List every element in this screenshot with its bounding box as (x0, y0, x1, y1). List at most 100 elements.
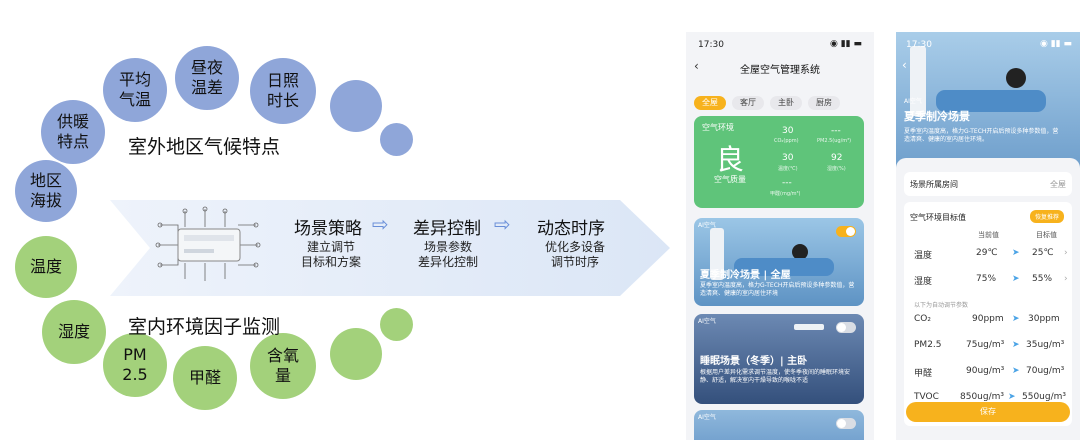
param-row: CO₂ 90ppm ➤ 30ppm (904, 308, 1072, 334)
param-current: 850ug/m³ (960, 392, 1005, 402)
param-target: 550ug/m³ (1022, 392, 1067, 402)
climate-heading: 室外地区气候特点 (128, 136, 281, 158)
target-label: 空气环境目标值 (910, 213, 966, 222)
scene-title: 夏季制冷场景 (904, 110, 970, 123)
param-name: 甲醛 (914, 369, 933, 379)
bubble-humidity: 湿度 (42, 300, 106, 364)
step-2-title: 差异控制 (413, 219, 481, 239)
bubble-avg-temp: 平均 气温 (103, 58, 167, 122)
scene-title: 夏季制冷场景 | 全屋 (700, 270, 791, 281)
param-row: 甲醛 90ug/m³ ➤ 70ug/m³ (904, 360, 1072, 386)
bubble-pm25: PM 2.5 (103, 333, 167, 397)
phone-air-management: 17:30 ◉ ▮▮ ▬ ‹ 全屋空气管理系统 全屋客厅主卧厨房 空气环境 良 … (686, 32, 874, 440)
param-row[interactable]: 温度 29℃ ➤ 25℃ › (904, 242, 1072, 268)
air-card-label: 空气环境 (702, 123, 734, 132)
step-3-sub: 优化多设备 调节时序 (544, 240, 605, 269)
bubble-temperature: 温度 (15, 236, 77, 298)
pm-label: PM2.5(ug/m³) (817, 138, 852, 144)
param-current: 90ppm (972, 314, 1004, 324)
temp-label: 温度(℃) (778, 166, 798, 172)
param-name: TVOC (914, 392, 939, 402)
param-target: 55% (1032, 274, 1053, 284)
bubble-oxygen: 含氧 量 (250, 333, 316, 399)
param-row: TVOC 850ug/m³ ➤ 550ug/m³ (904, 386, 1072, 412)
bubble-day-night: 昼夜 温差 (175, 46, 239, 110)
scene-card-sleep[interactable]: AI空气 睡眠场景（冬季）| 主卧 根据用户差异化需求调节温度，使冬季夜间的睡眠… (694, 314, 864, 404)
param-name: 温度 (914, 251, 933, 261)
flow-arrow-band (110, 200, 670, 296)
room-value: 全屋 (1050, 180, 1066, 189)
arrow-icon: ➤ (1012, 248, 1020, 258)
room-row[interactable]: 场景所属房间 全屋 (904, 172, 1072, 196)
co2-label: CO₂(ppm) (774, 138, 799, 144)
sofa-icon (734, 258, 834, 276)
ac-unit-icon (710, 228, 724, 280)
status-time: 17:30 (906, 40, 932, 50)
phone-scene-detail: 17:30 ◉ ▮▮ ▬ ‹ AI空气 夏季制冷场景 夏季室内温度高，格力G-T… (896, 32, 1080, 440)
param-name: CO₂ (914, 314, 931, 324)
scene-card-summary-cooling[interactable]: AI空气 夏季制冷场景 | 全屋 夏季室内温度高，格力G-TECH开启后预设多种… (694, 218, 864, 306)
arrow-icon: ➤ (1012, 366, 1020, 376)
param-name: PM2.5 (914, 340, 942, 350)
scene-desc: 根据用户差异化需求调节温度，使冬季夜间的睡眠环境安静、舒适，解决室内干燥导致的喉… (700, 369, 851, 384)
hum-label: 湿度(%) (827, 166, 846, 172)
step-2-sub: 场景参数 差异化控制 (417, 240, 478, 269)
chevron-right-icon: › (1064, 274, 1068, 284)
ac-unit-icon (794, 324, 824, 330)
param-row[interactable]: 湿度 75% ➤ 55% › (904, 268, 1072, 294)
tab-master-bedroom[interactable]: 主卧 (770, 96, 802, 110)
param-name: 湿度 (914, 277, 933, 287)
air-quality-card[interactable]: 空气环境 良 空气质量 30 CO₂(ppm) --- PM2.5(ug/m³)… (694, 116, 864, 208)
arrow-icon: ➤ (1012, 340, 1020, 350)
bubble-sunshine: 日照 时长 (250, 58, 316, 124)
scene-toggle[interactable] (836, 322, 856, 333)
back-icon[interactable]: ‹ (694, 59, 699, 73)
scene-card-partial[interactable]: AI空气 (694, 410, 864, 440)
scene-desc: 夏季室内温度高，格力G-TECH开启后预设多种参数值，营造清爽、健康的室内居住环… (904, 128, 1059, 143)
param-target: 25℃ (1032, 248, 1054, 258)
env-heading: 室内环境因子监测 (128, 316, 281, 338)
air-quality-label: 空气质量 (714, 175, 746, 184)
param-current: 75ug/m³ (966, 340, 1005, 350)
back-icon[interactable]: ‹ (902, 58, 907, 72)
air-quality-value: 良 (716, 143, 745, 176)
scene-desc: 夏季室内温度高，格力G-TECH开启后预设多种参数值，营造清爽、健康的室内居住环… (700, 282, 855, 297)
target-panel: 空气环境目标值 恢复推荐 当前值 目标值 温度 29℃ ➤ 25℃ › 湿度 7… (904, 202, 1072, 426)
step-3-title: 动态时序 (537, 219, 605, 239)
bubble-formaldehyde: 甲醛 (173, 346, 237, 410)
param-current: 29℃ (976, 248, 998, 258)
device-circuit-icon (155, 206, 261, 281)
col-target: 目标值 (1036, 231, 1057, 239)
status-time: 17:30 (698, 40, 724, 50)
tab-whole-house[interactable]: 全屋 (694, 96, 726, 110)
bubble-decor-2 (380, 123, 413, 156)
auto-note: 以下为自动调节参数 (914, 302, 969, 309)
sofa-icon (936, 90, 1046, 112)
pm-value: --- (831, 126, 841, 136)
bubble-decor-1 (330, 80, 382, 132)
room-tabs: 全屋客厅主卧厨房 (694, 90, 846, 110)
ai-badge: AI空气 (698, 414, 716, 421)
chevron-right-icon: › (1064, 248, 1068, 258)
tab-kitchen[interactable]: 厨房 (808, 96, 840, 110)
fan-icon (792, 244, 808, 260)
save-button[interactable]: 保存 (906, 402, 1070, 422)
arrow-icon: ➤ (1012, 314, 1020, 324)
ai-badge: AI空气 (698, 318, 716, 325)
restore-button[interactable]: 恢复推荐 (1029, 210, 1064, 223)
param-target: 30ppm (1028, 314, 1060, 324)
ac-unit-icon (910, 46, 926, 116)
hum-value: 92 (831, 153, 843, 163)
bubble-decor-3 (330, 328, 382, 380)
arrow-icon: ➤ (1008, 392, 1016, 402)
arrow-right-icon: ⇨ (494, 212, 511, 236)
page-title: 全屋空气管理系统 (740, 65, 820, 76)
scene-toggle[interactable] (836, 418, 856, 429)
bubble-altitude: 地区 海拔 (15, 160, 77, 222)
arrow-icon: ➤ (1012, 274, 1020, 284)
col-current: 当前值 (978, 231, 999, 239)
tab-living-room[interactable]: 客厅 (732, 96, 764, 110)
scene-toggle[interactable] (836, 226, 856, 237)
param-target: 70ug/m³ (1026, 366, 1065, 376)
hcho-value: --- (782, 178, 792, 188)
